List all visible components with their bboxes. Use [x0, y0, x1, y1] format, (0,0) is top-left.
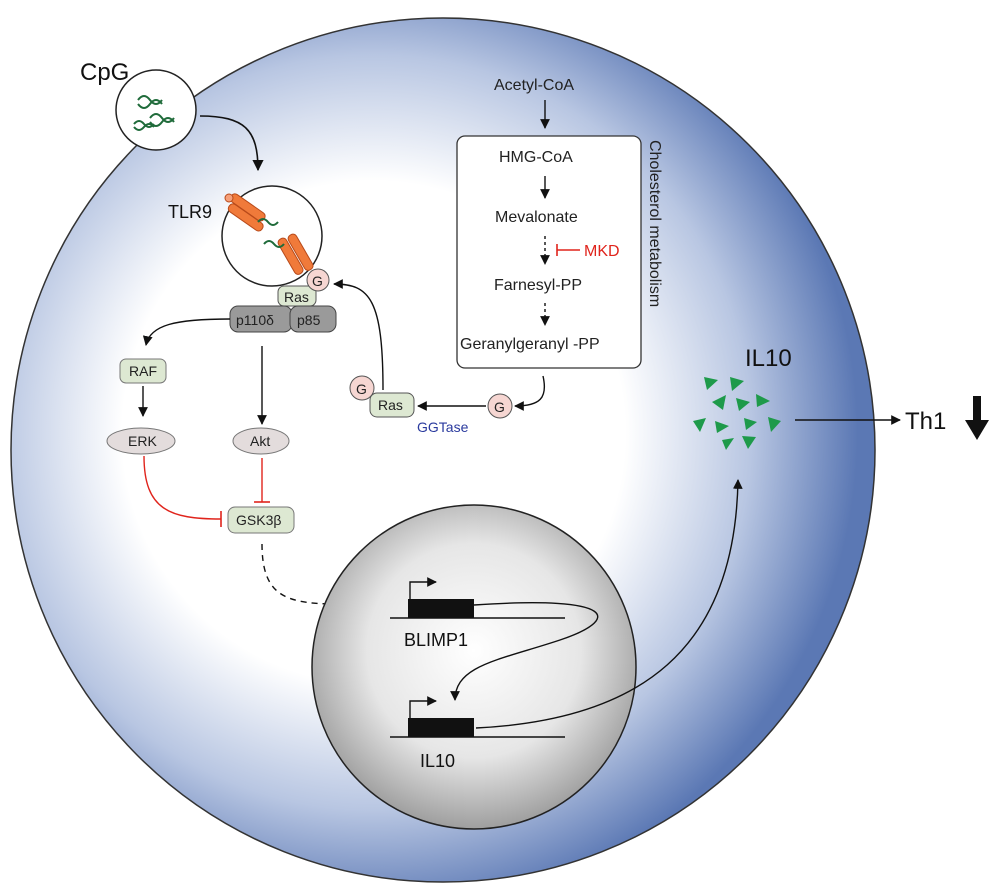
erk-label: ERK — [128, 433, 157, 449]
mkd-label: MKD — [584, 243, 620, 260]
il10-gene-label: IL10 — [420, 751, 455, 771]
akt-ellipse — [232, 427, 290, 455]
il10-protein-cluster — [693, 377, 781, 450]
cpg-label: CpG — [80, 59, 129, 86]
arrow-il10-gene-to-secreted — [475, 479, 743, 729]
arrow-blimp1-to-il10 — [450, 602, 599, 701]
il10-gene — [390, 696, 565, 738]
g-receptor-label: G — [312, 273, 323, 289]
mevalonate-label: Mevalonate — [495, 209, 578, 226]
th1-label: Th1 — [905, 408, 946, 435]
arrow-ras-to-receptor — [333, 279, 384, 391]
raf-label: RAF — [129, 363, 157, 379]
tlr9-label: TLR9 — [168, 202, 212, 222]
cpg-dna-icon — [133, 95, 175, 131]
acetyl-coa-label: Acetyl-CoA — [494, 77, 574, 94]
il10-secreted-label: IL10 — [745, 345, 792, 372]
farnesyl-pp-label: Farnesyl-PP — [494, 277, 582, 294]
arrow-ggpp-to-g — [514, 375, 545, 411]
cpg-vesicle — [115, 69, 197, 151]
down-arrow-icon — [965, 396, 989, 440]
nucleus — [311, 504, 637, 830]
gsk3b-box — [227, 506, 295, 534]
gsk3b-label: GSK3β — [236, 512, 281, 528]
erk-ellipse — [106, 427, 176, 455]
arrow-cpg-to-tlr9 — [199, 115, 264, 172]
tlr9-receptor-upper — [224, 193, 279, 232]
g-receptor-circle — [306, 268, 330, 292]
ras-receptor-label: Ras — [284, 289, 309, 305]
inhibit-akt-to-gsk3b — [254, 458, 270, 503]
tlr9-receptor-lower — [263, 233, 314, 275]
ras-free-box — [369, 392, 415, 418]
p85-label: p85 — [297, 312, 321, 328]
arrow-p110-to-raf — [142, 318, 231, 346]
akt-label: Akt — [250, 433, 270, 449]
blimp1-label: BLIMP1 — [404, 630, 468, 650]
p110-label: p110δ — [236, 312, 274, 328]
blimp1-gene — [390, 577, 565, 619]
inhibit-mkd — [556, 244, 580, 256]
ggtase-label: GGTase — [417, 419, 469, 435]
cholesterol-metabolism-label: Cholesterol metabolism — [646, 140, 663, 307]
inhibit-erk-to-gsk3b — [143, 455, 222, 527]
g-free-label: G — [356, 381, 367, 397]
hmg-coa-label: HMG-CoA — [499, 149, 573, 166]
p85-box — [289, 305, 337, 333]
dashed-arrow-gsk3b-to-blimp1 — [261, 543, 381, 609]
ras-free-label: Ras — [378, 397, 403, 413]
g-bound-label: G — [494, 399, 505, 415]
g-bound-circle — [487, 393, 513, 419]
geranylgeranyl-pp-label: Geranylgeranyl -PP — [460, 336, 600, 353]
raf-box — [119, 358, 167, 384]
cholesterol-box — [456, 135, 642, 369]
g-free-circle — [349, 375, 375, 401]
